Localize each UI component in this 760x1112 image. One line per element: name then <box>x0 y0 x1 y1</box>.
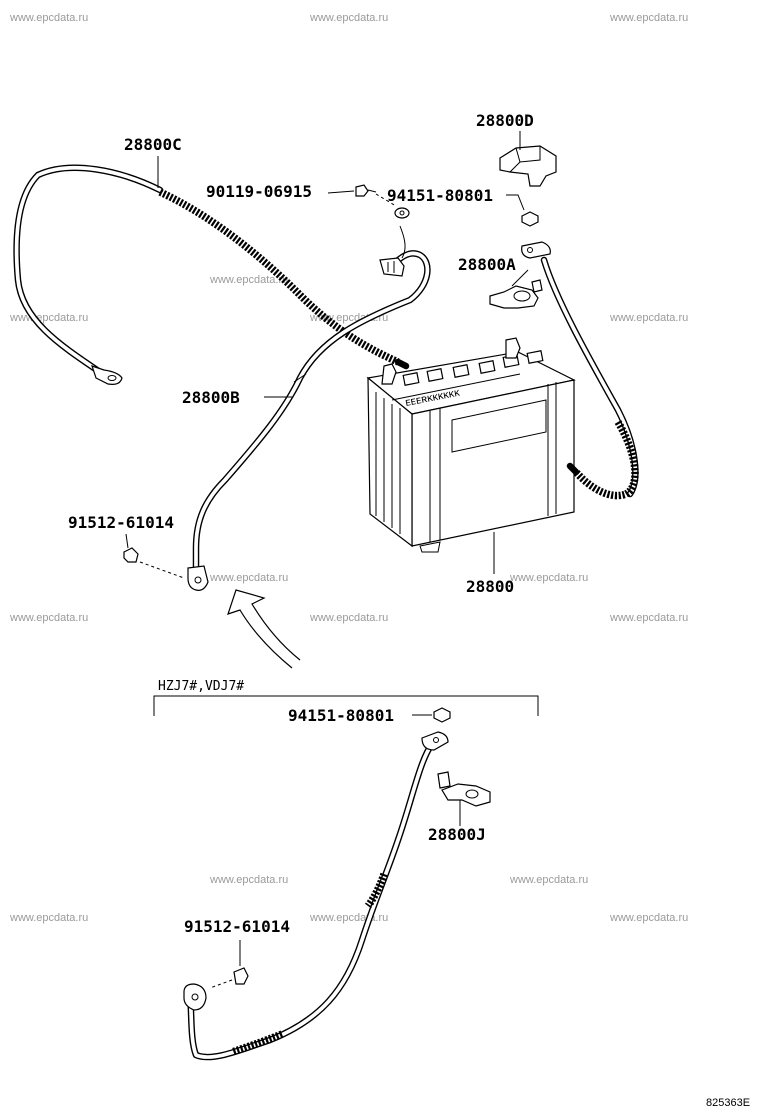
figure-id: 825363E <box>706 1097 750 1109</box>
cable-28800c <box>13 164 410 385</box>
bolt-91512-left <box>123 547 185 579</box>
variant-section: HZJ7#,VDJ7# <box>153 679 539 1061</box>
bolt-91512-variant <box>233 967 249 985</box>
watermark-group: www.epcdata.ru www.epcdata.ru www.epcdat… <box>9 12 688 924</box>
watermark: www.epcdata.ru <box>209 274 288 286</box>
watermark: www.epcdata.ru <box>9 612 88 624</box>
nut-94151-variant <box>433 707 451 723</box>
positive-post <box>505 337 521 359</box>
label-28800a: 28800A <box>458 255 516 274</box>
watermark: www.epcdata.ru <box>309 912 388 924</box>
arrow-pointer <box>227 589 301 669</box>
positive-cable <box>521 241 639 500</box>
ring-terminal <box>187 565 209 591</box>
watermark: www.epcdata.ru <box>609 312 688 324</box>
battery-28800: ᴇᴇᴇʀᴋᴋᴋᴋᴋᴋ <box>366 337 576 553</box>
leader-lines <box>125 131 529 574</box>
terminal-clamp-28800a <box>489 279 543 309</box>
watermark: www.epcdata.ru <box>9 912 88 924</box>
bolt-90119 <box>355 184 397 207</box>
label-28800c: 28800C <box>124 135 182 154</box>
ring-terminal <box>183 983 207 1011</box>
label-94151-80801-top: 94151-80801 <box>387 186 493 205</box>
cell-caps <box>402 350 544 386</box>
label-28800: 28800 <box>466 577 514 596</box>
part-labels: 28800C 90119-06915 28800D 94151-80801 28… <box>68 111 534 936</box>
watermark: www.epcdata.ru <box>609 912 688 924</box>
label-91512-61014-variant: 91512-61014 <box>184 917 290 936</box>
cable-28800b <box>187 207 431 591</box>
terminal-cover-28800d <box>499 145 557 187</box>
watermark: www.epcdata.ru <box>509 874 588 886</box>
watermark: www.epcdata.ru <box>509 572 588 584</box>
watermark: www.epcdata.ru <box>609 12 688 24</box>
cable-clamp <box>379 257 405 277</box>
terminal-clamp-28800j <box>437 771 491 807</box>
ring-terminal <box>91 365 123 385</box>
nut-94151-top <box>521 211 539 227</box>
ring-terminal <box>521 241 551 259</box>
lead-ring-terminal <box>394 207 410 219</box>
watermark: www.epcdata.ru <box>9 12 88 24</box>
ring-hole <box>107 375 117 381</box>
watermark: www.epcdata.ru <box>209 874 288 886</box>
label-90119-06915: 90119-06915 <box>206 182 312 201</box>
label-91512-61014-left: 91512-61014 <box>68 513 174 532</box>
label-28800d: 28800D <box>476 111 534 130</box>
watermark: www.epcdata.ru <box>609 612 688 624</box>
label-28800b: 28800B <box>182 388 240 407</box>
watermark: www.epcdata.ru <box>309 612 388 624</box>
variant-label: HZJ7#,VDJ7# <box>158 679 244 694</box>
negative-post <box>381 363 397 385</box>
label-28800j: 28800J <box>428 825 486 844</box>
ring-terminal <box>421 731 449 751</box>
watermark: www.epcdata.ru <box>9 312 88 324</box>
watermark: www.epcdata.ru <box>309 12 388 24</box>
watermark: www.epcdata.ru <box>209 572 288 584</box>
label-94151-80801-variant: 94151-80801 <box>288 706 394 725</box>
